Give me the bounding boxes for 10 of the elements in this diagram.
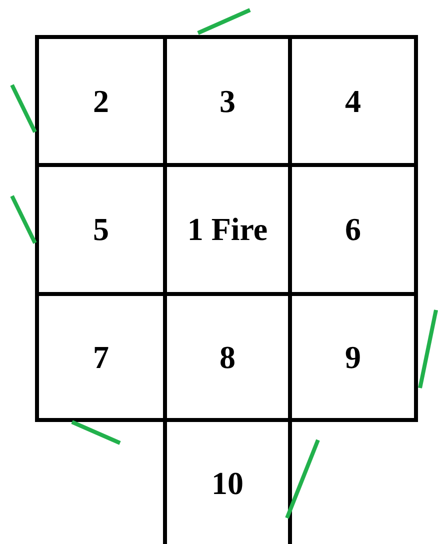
cell-label: 7	[93, 338, 109, 376]
cell-label: 6	[345, 211, 361, 248]
cell-label: 2	[93, 82, 109, 120]
cell-label: 5	[93, 211, 109, 248]
cell-label: 3	[220, 82, 236, 120]
cell-label: 1 Fire	[187, 211, 268, 248]
cell-label: 4	[345, 82, 361, 120]
cell-label: 9	[345, 338, 361, 376]
cell-label: 8	[220, 338, 236, 376]
cell-label: 10	[212, 464, 244, 502]
